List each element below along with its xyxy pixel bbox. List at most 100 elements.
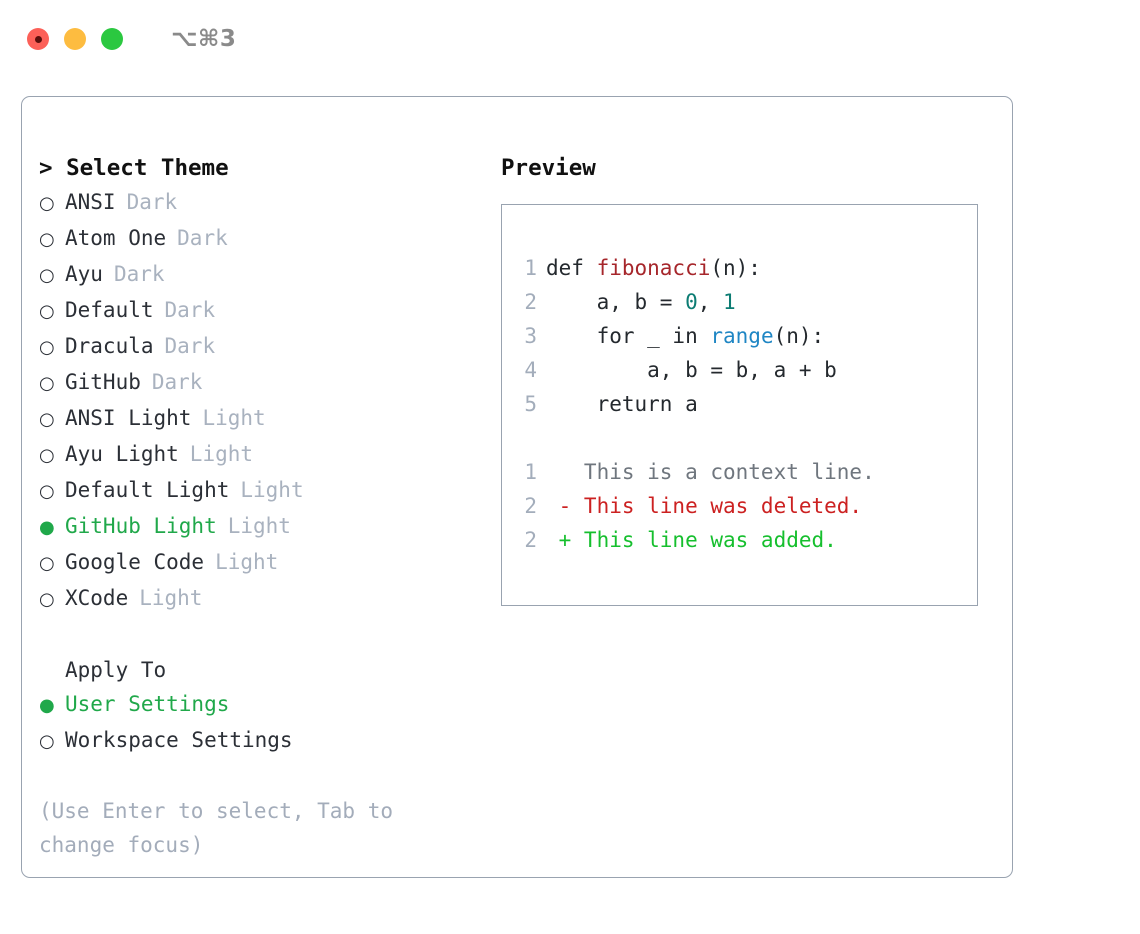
theme-option-google-code[interactable]: ○ Google Code Light [39, 545, 492, 581]
theme-option-label: ANSI [65, 190, 116, 214]
theme-option-label: Ayu Light [65, 442, 179, 466]
radio-unselected-icon: ○ [39, 229, 55, 250]
line-number: 4 [524, 358, 537, 382]
apply-to-heading: Apply To [65, 658, 167, 682]
line-number: 1 [524, 256, 537, 280]
code-line: 1 def fibonacci(n): [502, 251, 977, 285]
theme-variant-badge: Light [227, 514, 291, 538]
code-line-text: for _ in range(n): [546, 319, 825, 353]
theme-option-label: GitHub Light [65, 514, 217, 538]
token-builtin: range [710, 324, 774, 348]
radio-unselected-icon: ○ [39, 265, 55, 286]
theme-option-label: Atom One [65, 226, 167, 250]
maximize-button[interactable] [101, 28, 123, 50]
line-number: 3 [524, 324, 537, 348]
radio-unselected-icon: ○ [39, 193, 55, 214]
token-ctx: This is a context line. [546, 460, 875, 484]
diff-line-text: - This line was deleted. [546, 489, 862, 523]
theme-option-label: Google Code [65, 550, 205, 574]
theme-variant-badge: Light [240, 478, 304, 502]
preview-heading: Preview [501, 155, 596, 181]
code-line-text: a, b = b, a + b [546, 353, 837, 387]
diff-line-text: + This line was added. [546, 523, 837, 557]
code-spacer [502, 421, 977, 455]
keyboard-hint: (Use Enter to select, Tab to change focu… [39, 799, 406, 857]
select-theme-heading: > Select Theme [39, 155, 229, 181]
token-plain: a, b = b, a + b [546, 358, 837, 382]
theme-option-label: GitHub [65, 370, 141, 394]
diff-sample: 1 This is a context line. 2 - This line w… [502, 455, 977, 557]
line-number: 2 [524, 290, 537, 314]
window-controls [27, 28, 123, 50]
theme-option-ayu-light[interactable]: ○ Ayu Light Light [39, 437, 492, 473]
apply-to-option-user-settings[interactable]: ● User Settings [39, 687, 492, 723]
token-num: 0 [685, 290, 698, 314]
theme-option-ansi[interactable]: ○ ANSI Dark [39, 185, 492, 221]
theme-variant-badge: Light [202, 406, 266, 430]
theme-variant-badge: Dark [177, 226, 228, 250]
theme-variant-badge: Light [189, 442, 254, 466]
diff-line: 2 + This line was added. [502, 523, 977, 557]
radio-unselected-icon: ○ [39, 373, 55, 394]
token-plain: (n): [710, 256, 761, 280]
theme-option-label: Default [65, 298, 154, 322]
token-plain: (n): [773, 324, 825, 348]
token-plain: for _ in [546, 324, 711, 348]
token-num: 1 [723, 290, 736, 314]
token-del: - This line was deleted. [546, 494, 863, 518]
theme-variant-badge: Dark [126, 190, 178, 214]
line-number: 1 [524, 460, 537, 484]
theme-variant-badge: Light [215, 550, 279, 574]
radio-unselected-icon: ○ [39, 589, 55, 610]
theme-option-label: XCode [65, 586, 129, 610]
theme-option-github[interactable]: ○ GitHub Dark [39, 365, 492, 401]
radio-unselected-icon: ○ [39, 731, 55, 752]
apply-to-option-label: User Settings [65, 692, 230, 716]
code-line: 5 return a [502, 387, 977, 421]
theme-option-xcode[interactable]: ○ XCode Light [39, 581, 492, 617]
code-line: 2 a, b = 0, 1 [502, 285, 977, 319]
close-button[interactable] [27, 28, 49, 50]
apply-to-section: Apply To ● User Settings ○ Workspace Settin… [39, 653, 492, 759]
line-number: 5 [524, 392, 537, 416]
theme-variant-badge: Dark [151, 370, 203, 394]
token-plain: , [697, 290, 724, 314]
line-number: 2 [524, 494, 537, 518]
token-plain: def [546, 256, 597, 280]
code-line: 4 a, b = b, a + b [502, 353, 977, 387]
window-title-shortcut: ⌥⌘3 [171, 26, 237, 52]
diff-line: 2 - This line was deleted. [502, 489, 977, 523]
radio-unselected-icon: ○ [39, 445, 55, 466]
theme-variant-badge: Light [139, 586, 203, 610]
code-line: 3 for _ in range(n): [502, 319, 977, 353]
radio-selected-icon: ● [39, 517, 55, 538]
title-bar: ⌥⌘3 [0, 0, 1140, 78]
token-add: + This line was added. [546, 528, 837, 552]
theme-option-github-light[interactable]: ● GitHub Light Light [39, 509, 492, 545]
line-number: 2 [524, 528, 537, 552]
apply-to-option-workspace-settings[interactable]: ○ Workspace Settings [39, 723, 492, 759]
apply-to-option-list[interactable]: ● User Settings ○ Workspace Settings [39, 687, 492, 759]
token-fn: fibonacci [596, 256, 711, 280]
minimize-button[interactable] [64, 28, 86, 50]
apply-to-option-label: Workspace Settings [65, 728, 293, 752]
radio-unselected-icon: ○ [39, 553, 55, 574]
theme-option-label: ANSI Light [65, 406, 192, 430]
code-line-text: return a [546, 387, 698, 421]
radio-selected-icon: ● [39, 695, 55, 716]
theme-variant-badge: Dark [164, 298, 216, 322]
theme-option-label: Dracula [65, 334, 154, 358]
theme-option-atom-one[interactable]: ○ Atom One Dark [39, 221, 492, 257]
